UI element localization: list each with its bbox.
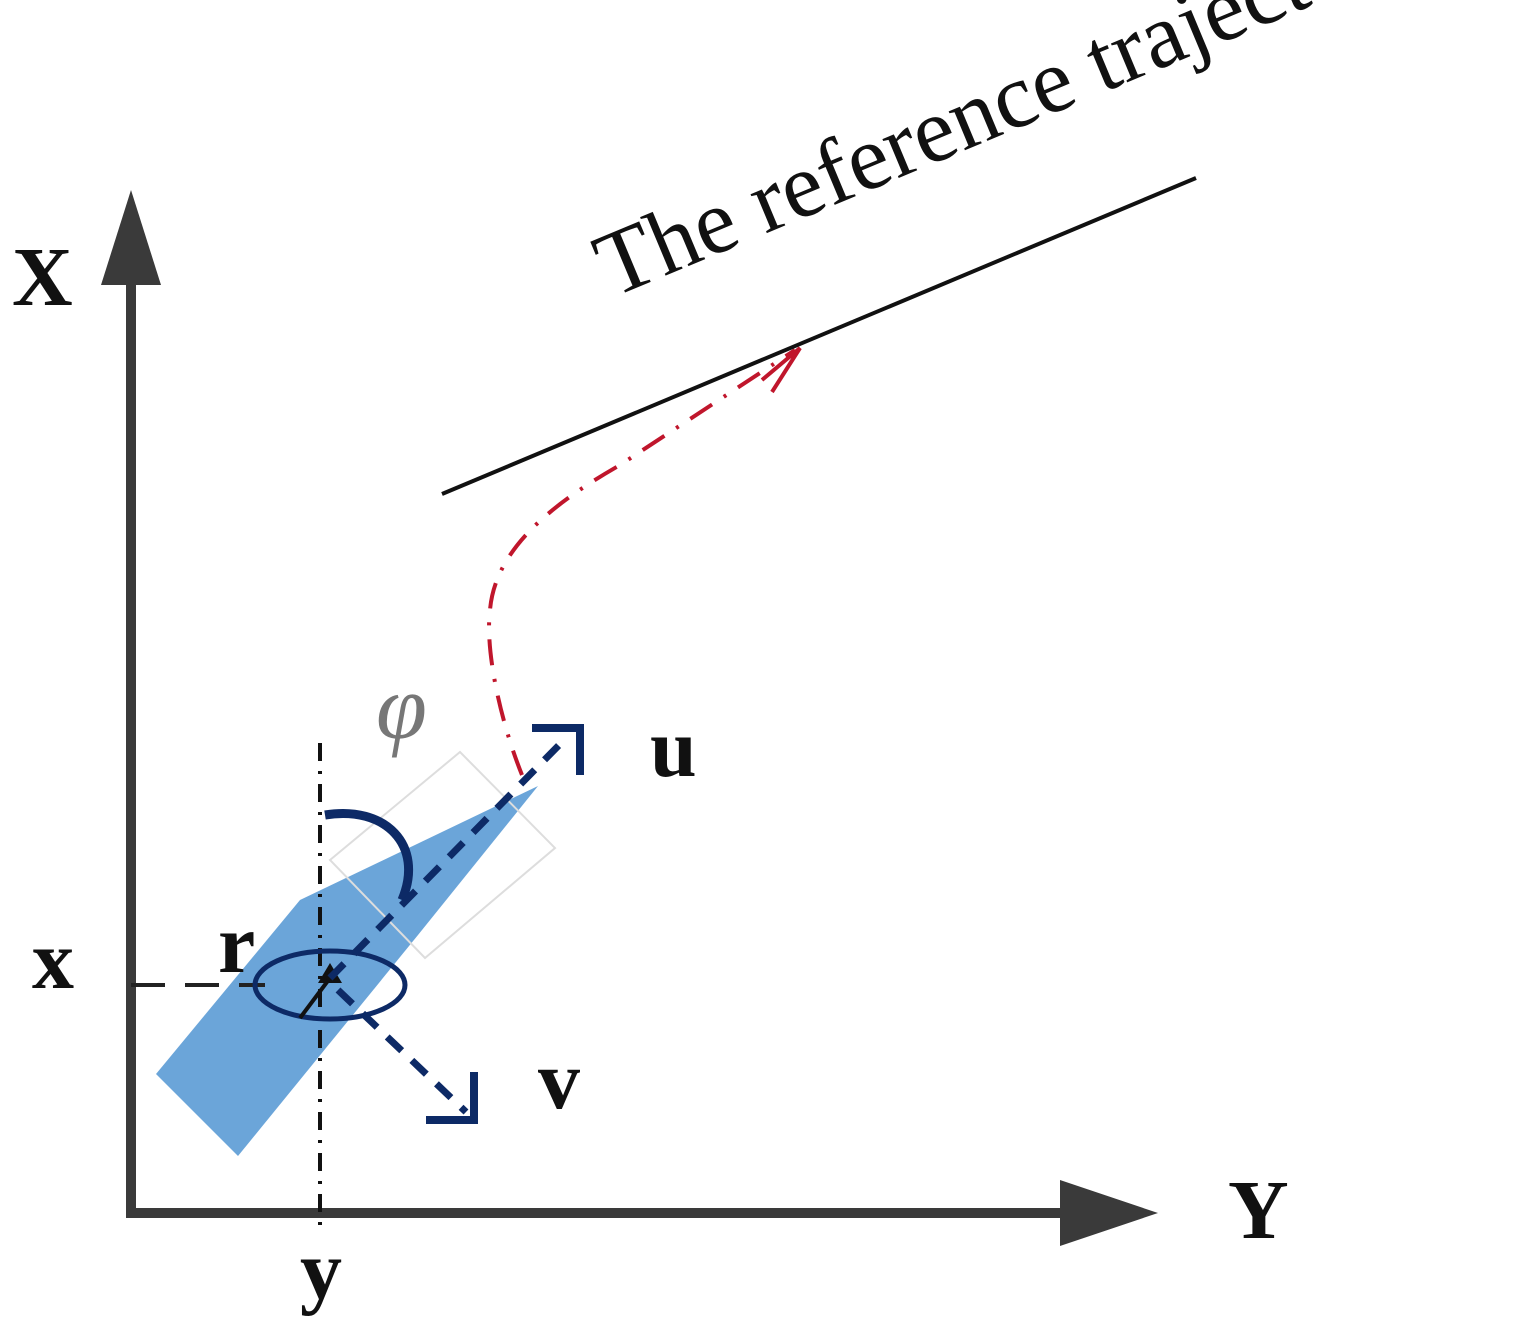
heading-angle-symbol: φ xyxy=(376,656,427,758)
trajectory-leader-line xyxy=(441,176,1197,496)
yaw-rate-pivot-stroke xyxy=(298,976,332,1020)
reference-trajectory-path xyxy=(487,348,797,776)
vertical-axis-arrowhead xyxy=(101,190,161,285)
sway-arrowhead xyxy=(426,1072,478,1124)
surge-velocity-arrow xyxy=(327,724,584,981)
sway-velocity-label: v xyxy=(538,1034,580,1127)
heading-angle-arc xyxy=(324,809,414,902)
x-position-label: x xyxy=(32,914,74,1007)
y-position-label: y xyxy=(300,1224,342,1317)
vessel-hull xyxy=(156,786,538,1156)
yaw-rate-pivot-marker xyxy=(318,963,342,983)
position-guides xyxy=(131,743,322,1225)
surge-arrowhead xyxy=(532,724,584,775)
reference-trajectory-arrowhead xyxy=(760,346,802,394)
vessel-image-frame xyxy=(328,750,557,960)
axes xyxy=(101,190,1158,1246)
trajectory-title: The reference trajectory xyxy=(580,0,1434,316)
sway-velocity-arrow xyxy=(335,987,478,1124)
horizontal-axis-arrowhead xyxy=(1060,1180,1158,1246)
vertical-axis-label: X xyxy=(12,231,73,324)
yaw-rate-ellipse xyxy=(252,948,408,1022)
yaw-rate-label: r xyxy=(218,898,255,991)
surge-velocity-label: u xyxy=(650,702,697,795)
horizontal-axis-label: Y xyxy=(1228,1164,1289,1257)
